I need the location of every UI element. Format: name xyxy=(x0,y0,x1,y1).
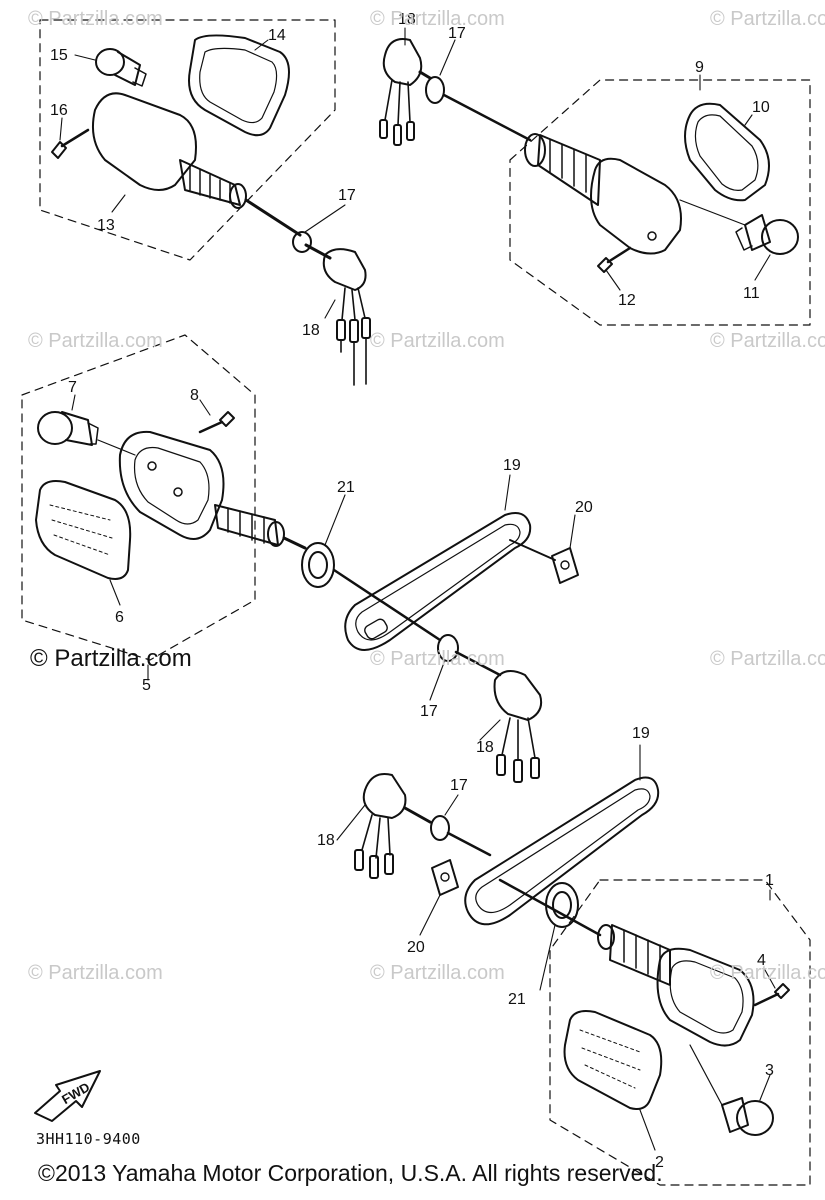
watermark: © Partzilla.com xyxy=(370,648,505,670)
watermark: © Partzilla.com xyxy=(710,962,825,984)
signal-housing-5 xyxy=(118,430,307,550)
bulb-7 xyxy=(37,411,136,456)
lens-6 xyxy=(35,480,132,580)
callout-18: 18 xyxy=(398,11,416,28)
callout-16: 16 xyxy=(50,102,68,119)
callout-17: 17 xyxy=(448,25,466,42)
wire-cover-18-upper-left xyxy=(322,248,371,386)
callout-17: 17 xyxy=(450,777,468,794)
callout-14: 14 xyxy=(268,27,286,44)
callout-9: 9 xyxy=(695,59,704,76)
signal-housing-1 xyxy=(597,924,755,1047)
callout-17: 17 xyxy=(420,703,438,720)
bulb-15 xyxy=(95,48,147,87)
screw-12 xyxy=(597,246,632,273)
callout-17: 17 xyxy=(338,187,356,204)
screw-8 xyxy=(198,411,235,434)
callout-13: 13 xyxy=(97,217,115,234)
assembly-1-boundary xyxy=(549,879,811,1186)
callout-18: 18 xyxy=(476,739,494,756)
watermark: © Partzilla.com xyxy=(28,8,163,30)
watermark: © Partzilla.com xyxy=(710,330,825,352)
diagram-code: 3HH110-9400 xyxy=(36,1130,141,1148)
forward-arrow-icon: FWD xyxy=(34,1070,101,1122)
callout-10: 10 xyxy=(752,99,770,116)
grommet-17-middle xyxy=(437,634,459,662)
callout-18: 18 xyxy=(302,322,320,339)
callouts: 15 16 14 13 17 18 18 17 9 10 11 12 7 8 6… xyxy=(50,11,774,1171)
signal-housing-9 xyxy=(524,133,682,255)
bulb-3 xyxy=(689,1044,774,1136)
watermark: © Partzilla.com xyxy=(28,330,163,352)
callout-19: 19 xyxy=(632,725,650,742)
nut-20-lower xyxy=(431,859,459,896)
assembly-5-boundary xyxy=(21,334,256,661)
callout-5: 5 xyxy=(142,677,151,694)
copyright-notice: ©2013 Yamaha Motor Corporation, U.S.A. A… xyxy=(38,1160,663,1186)
bulb-11 xyxy=(679,199,799,255)
callout-3: 3 xyxy=(765,1062,774,1079)
stay-19-upper xyxy=(344,512,532,651)
leader-lines xyxy=(59,27,776,1151)
assembly-9-boundary xyxy=(509,79,811,326)
callout-15: 15 xyxy=(50,47,68,64)
grommet-17-upper-left xyxy=(292,231,312,253)
wire-cover-18-upper-right xyxy=(379,38,432,146)
grommet-17-upper-right xyxy=(425,76,445,104)
callout-1: 1 xyxy=(765,872,774,889)
grommet-17-lower xyxy=(430,815,450,841)
wire-cover-18-middle xyxy=(493,670,543,783)
callout-20: 20 xyxy=(407,939,425,956)
watermark: © Partzilla.com xyxy=(710,8,825,30)
signal-housing-13 xyxy=(92,92,302,237)
wire-cover-18-lower xyxy=(354,773,432,879)
callout-19: 19 xyxy=(503,457,521,474)
assembly-13-boundary xyxy=(39,19,336,261)
stay-19-lower xyxy=(464,776,660,926)
watermark: © Partzilla.com xyxy=(370,330,505,352)
callout-2: 2 xyxy=(655,1154,664,1171)
nut-20-upper xyxy=(551,547,579,584)
lens-2 xyxy=(563,1010,663,1110)
watermark: © Partzilla.com xyxy=(710,648,825,670)
callout-18: 18 xyxy=(317,832,335,849)
callout-20: 20 xyxy=(575,499,593,516)
watermark: © Partzilla.com xyxy=(28,962,163,984)
callout-4: 4 xyxy=(757,952,766,969)
callout-21: 21 xyxy=(337,479,355,496)
screw-4 xyxy=(753,983,790,1007)
callout-8: 8 xyxy=(190,387,199,404)
lens-10 xyxy=(684,102,770,202)
watermark: © Partzilla.com xyxy=(370,962,505,984)
callout-21: 21 xyxy=(508,991,526,1008)
watermark: © Partzilla.com xyxy=(370,8,505,30)
callout-11: 11 xyxy=(743,285,760,302)
grommet-21-upper xyxy=(301,542,335,588)
callout-6: 6 xyxy=(115,609,124,626)
callout-7: 7 xyxy=(68,379,77,396)
watermark-strong: © Partzilla.com xyxy=(30,645,192,672)
callout-12: 12 xyxy=(618,292,636,309)
screw-16 xyxy=(51,128,90,159)
lens-14 xyxy=(188,34,290,137)
